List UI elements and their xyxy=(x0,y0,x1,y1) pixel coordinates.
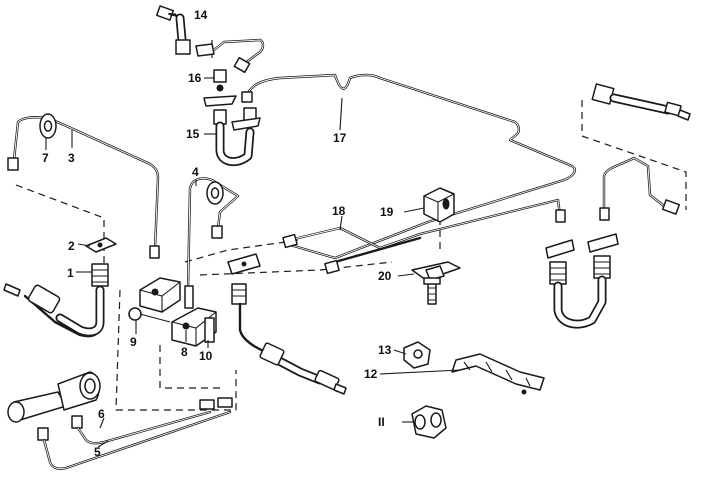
clip-10 xyxy=(204,317,215,343)
fitting-16 xyxy=(203,69,237,107)
bracket-2 xyxy=(85,237,117,253)
brake-line-3 xyxy=(7,113,160,259)
brake-line-6 xyxy=(76,399,215,445)
fitting-5 xyxy=(37,427,49,441)
hose-14 xyxy=(155,5,265,74)
hose-1-nut xyxy=(91,263,109,287)
hose-15 xyxy=(213,91,261,167)
bracket-20 xyxy=(411,261,461,305)
callout-8: 8 xyxy=(181,345,188,359)
bracket-rear-right xyxy=(587,233,619,253)
hose-1 xyxy=(3,263,109,338)
clip-strip-12 xyxy=(451,353,545,395)
fitting-4-end xyxy=(211,225,223,239)
master-cylinder-area xyxy=(7,371,101,441)
callout-5: 5 xyxy=(94,445,101,459)
distributor-block xyxy=(128,277,217,347)
leader-lines xyxy=(45,13,461,448)
bracket-center xyxy=(227,233,340,275)
hose-center xyxy=(231,283,347,395)
callout-3: 3 xyxy=(68,151,75,165)
brake-line-17 xyxy=(244,73,576,260)
callout-7: 7 xyxy=(42,151,49,165)
bolt-20 xyxy=(427,281,437,305)
callout-13: 13 xyxy=(378,343,392,357)
callout-20: 20 xyxy=(378,269,392,283)
clip-11 xyxy=(411,405,447,439)
line-4-fitting-lower xyxy=(184,285,194,309)
hose-rear-u xyxy=(545,233,619,329)
callout-14: 14 xyxy=(194,8,208,22)
hose-center-nut xyxy=(231,283,247,305)
brake-line-18 xyxy=(288,198,562,264)
callout-1: 1 xyxy=(67,266,74,280)
callout-2: 2 xyxy=(68,239,75,253)
callout-4: 4 xyxy=(192,165,199,179)
clip-13 xyxy=(403,341,431,369)
bolt-9 xyxy=(128,307,142,321)
callout-12: 12 xyxy=(364,367,378,381)
fitting-6 xyxy=(71,415,83,429)
bracket-14 xyxy=(195,43,215,57)
callout-labels: 1 2 3 4 5 6 7 8 9 10 II 12 13 14 15 16 1… xyxy=(42,8,394,459)
bracket-16 xyxy=(203,95,237,107)
bracket-right-top xyxy=(591,83,615,105)
fitting-5-end xyxy=(217,397,233,408)
hose-right-top xyxy=(591,83,691,121)
group-outlines xyxy=(15,40,687,411)
callout-15: 15 xyxy=(186,127,200,141)
brake-line-5 xyxy=(42,397,233,470)
callout-18: 18 xyxy=(332,204,346,218)
callout-16: 16 xyxy=(188,71,202,85)
callout-9: 9 xyxy=(130,335,137,349)
fitting-3-end xyxy=(7,157,19,171)
fitting-6-end xyxy=(199,399,215,410)
bracket-rear-left xyxy=(545,239,575,259)
fitting-3-tee xyxy=(149,245,160,259)
callout-6: 6 xyxy=(98,407,105,421)
hose-1-end-fitting xyxy=(27,284,61,314)
bracket-15 xyxy=(231,117,261,131)
callout-11: II xyxy=(378,415,385,429)
brake-line-4 xyxy=(186,177,240,292)
right-brake-lines xyxy=(555,156,681,223)
callout-10: 10 xyxy=(199,349,213,363)
callout-17: 17 xyxy=(333,131,347,145)
clip-19 xyxy=(423,187,455,223)
callout-19: 19 xyxy=(380,205,394,219)
